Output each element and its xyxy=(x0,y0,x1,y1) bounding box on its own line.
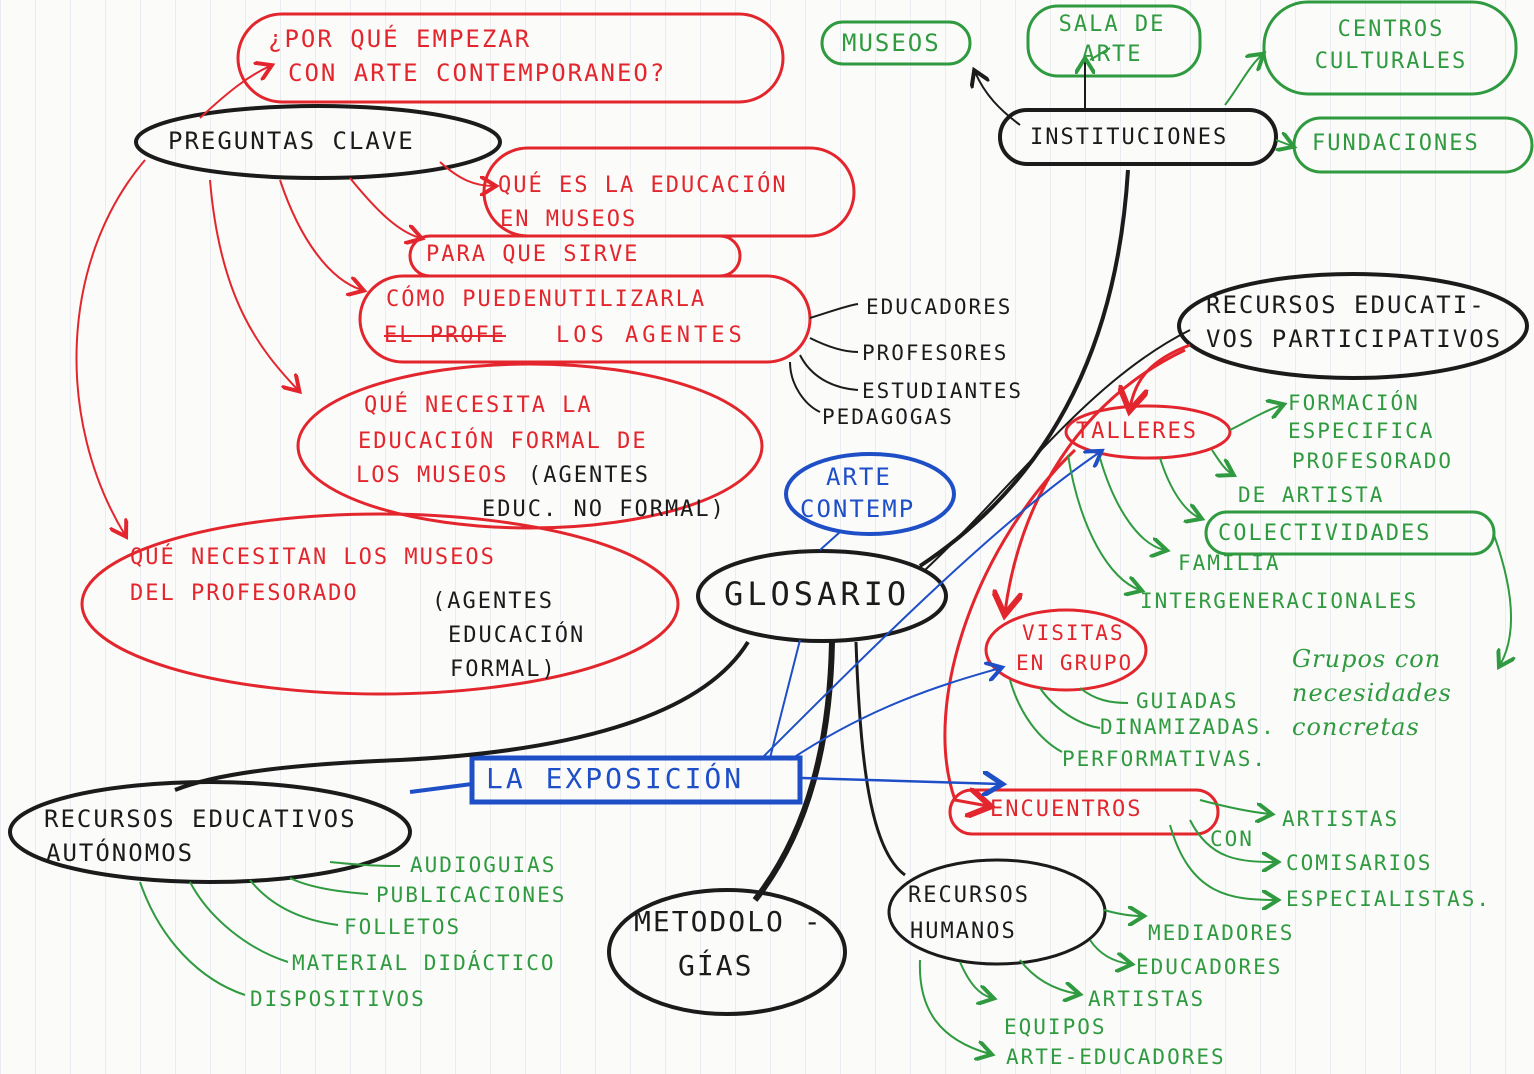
humanos-artistas: ARTISTAS xyxy=(1088,987,1206,1011)
inst-centros-culturales: CENTROS CULTURALES xyxy=(1314,17,1468,74)
humanos-equipos: EQUIPOS xyxy=(1004,1015,1107,1039)
glosario-label: GLOSARIO xyxy=(724,575,911,613)
q5-line3: LOS MUSEOS xyxy=(356,463,509,488)
colectividades-bubble xyxy=(1204,510,1496,556)
visitas-line2: EN GRUPO xyxy=(1016,651,1134,675)
q4-struck: EL PROFE xyxy=(384,323,506,348)
encuentros-especialistas: ESPECIALISTAS. xyxy=(1286,887,1492,911)
museos-bubble xyxy=(820,20,972,66)
talleres-especifica: ESPECIFICA xyxy=(1288,419,1435,443)
talleres-colectividades: COLECTIVIDADES xyxy=(1218,521,1432,546)
inst-museos: MUSEOS xyxy=(842,29,941,57)
q5-line2: EDUCACIÓN FORMAL DE xyxy=(358,429,648,454)
recursos-humanos-bubble xyxy=(887,858,1107,966)
inst-fundaciones: FUNDACIONES xyxy=(1312,131,1480,156)
visitas-dinamizadas: DINAMIZADAS. xyxy=(1100,715,1276,739)
q4-line1: CÓMO PUEDENUTILIZARLA xyxy=(386,287,707,312)
instituciones-title: INSTITUCIONES xyxy=(1030,125,1229,150)
encuentros-label: ENCUENTROS xyxy=(990,797,1143,822)
talleres-profesorado: PROFESORADO xyxy=(1292,449,1454,473)
encuentros-con: CON xyxy=(1210,827,1254,851)
exposicion-box xyxy=(469,755,803,805)
arte-contemp-line1: ARTE xyxy=(826,463,892,491)
q5-note-line2: EDUC. NO FORMAL) xyxy=(482,497,726,522)
encuentros-artistas: ARTISTAS xyxy=(1282,807,1400,831)
glosario-bubble xyxy=(696,549,948,643)
agent-estudiantes: ESTUDIANTES xyxy=(862,379,1024,403)
autonomos-audioguias: AUDIOGUIAS xyxy=(410,853,557,877)
q6-note-line2: EDUCACIÓN xyxy=(448,623,586,648)
q6-line1: QUÉ NECESITAN LOS MUSEOS xyxy=(130,545,496,570)
inst-sala-de-arte: SALA DE ARTE xyxy=(1058,12,1166,67)
humanos-educadores: EDUCADORES xyxy=(1136,955,1283,979)
q1-line1: ¿POR QUÉ EMPEZAR xyxy=(268,25,532,53)
humanos-arte-educadores: ARTE-EDUCADORES xyxy=(1006,1045,1226,1069)
q4-line2: LOS AGENTES xyxy=(556,323,746,348)
q1-line2: CON ARTE CONTEMPORANEO? xyxy=(288,59,667,87)
q2-line1: QUÉ ES LA EDUCACIÓN xyxy=(498,173,788,198)
agent-pedagogas: PEDAGOGAS xyxy=(822,405,954,429)
q6-line2: DEL PROFESORADO xyxy=(130,581,359,606)
grupos-note-line1: Grupos con xyxy=(1292,645,1442,673)
metodologias-line2: GÍAS xyxy=(678,949,754,982)
encuentros-bubble xyxy=(948,788,1220,836)
agent-educadores: EDUCADORES xyxy=(866,295,1013,319)
rec-autonomos-line2: AUTÓNOMOS xyxy=(46,839,195,867)
visitas-performativas: PERFORMATIVAS. xyxy=(1062,747,1268,771)
visitas-bubble xyxy=(984,608,1148,692)
autonomos-folletos: FOLLETOS xyxy=(344,915,462,939)
sala-arte-bubble xyxy=(1026,4,1202,78)
metodologias-bubble xyxy=(607,888,847,1016)
talleres-intergeneracionales: INTERGENERACIONALES xyxy=(1140,589,1419,613)
q6-note-line1: (AGENTES xyxy=(432,589,554,614)
arte-contemp-bubble xyxy=(784,452,956,536)
exposicion-label: LA EXPOSICIÓN xyxy=(486,762,745,795)
q6-bubble xyxy=(80,512,680,696)
rec-humanos-line1: RECURSOS xyxy=(908,883,1030,908)
autonomos-dispositivos: DISPOSITIVOS xyxy=(250,987,426,1011)
grupos-note-line3: concretas xyxy=(1292,713,1420,741)
rec-humanos-line2: HUMANOS xyxy=(910,919,1017,944)
preguntas-clave-bubble xyxy=(134,104,502,180)
rec-participativos-line2: VOS PARTICIPATIVOS xyxy=(1206,325,1503,353)
encuentros-comisarios: COMISARIOS xyxy=(1286,851,1433,875)
grupos-note-line2: necesidades xyxy=(1292,679,1452,707)
talleres-formacion: FORMACIÓN xyxy=(1288,391,1420,415)
autonomos-publicaciones: PUBLICACIONES xyxy=(376,883,567,907)
humanos-mediadores: MEDIADORES xyxy=(1148,921,1295,945)
talleres-label: TALLERES xyxy=(1076,419,1198,444)
recursos-participativos-bubble xyxy=(1177,272,1529,380)
q6-note-line3: FORMAL) xyxy=(450,657,557,682)
autonomos-material-didactico: MATERIAL DIDÁCTICO xyxy=(292,951,556,975)
visitas-guiadas: GUIADAS xyxy=(1136,689,1239,713)
talleres-familia: FAMILIA xyxy=(1178,551,1281,575)
q3-label: PARA QUE SIRVE xyxy=(426,242,640,267)
q1-bubble xyxy=(236,12,785,104)
metodologias-line1: METODOLO - xyxy=(634,905,823,938)
q5-note-line1: (AGENTES xyxy=(528,463,650,488)
q5-bubble xyxy=(296,362,764,530)
arte-contemp-line2: CONTEMP xyxy=(800,495,916,523)
q4-bubble xyxy=(358,274,812,364)
rec-autonomos-line1: RECURSOS EDUCATIVOS xyxy=(44,805,357,833)
agent-profesores: PROFESORES xyxy=(862,341,1009,365)
centros-culturales-bubble xyxy=(1262,0,1518,96)
recursos-autonomos-bubble xyxy=(8,780,412,884)
preguntas-clave-title: PREGUNTAS CLAVE xyxy=(168,127,415,155)
q5-line1: QUÉ NECESITA LA xyxy=(364,393,593,418)
talleres-de-artista: DE ARTISTA xyxy=(1238,483,1385,507)
q2-line2: EN MUSEOS xyxy=(500,207,638,232)
rec-participativos-line1: RECURSOS EDUCATI- xyxy=(1206,291,1486,319)
visitas-line1: VISITAS xyxy=(1022,621,1125,645)
